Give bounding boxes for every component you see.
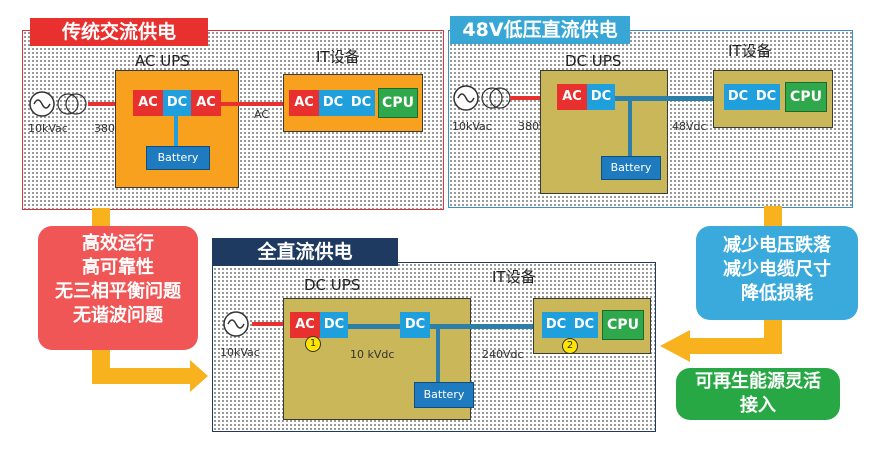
power-line-48v [510,96,560,100]
it-block-dc2-48v: DC [752,84,780,110]
dc-link-10kvdc [348,324,404,329]
ups-block-ac-out: AC [191,90,221,116]
voltage-label-10kvac: 10kVac [28,122,68,135]
it-block-ac: AC [289,90,319,116]
it-equipment-label: IT设备 [316,48,360,66]
panel-title-full-dc: 全直流供电 [212,238,398,266]
voltage-label-10kvdc: 10 kVdc [350,348,395,361]
power-line [88,102,134,106]
battery: Battery [146,146,210,170]
callout-line: 高可靠性 [82,257,154,278]
ups-block-dc-full: DC [320,312,348,338]
it-equipment-label-48v: IT设备 [728,42,772,60]
it-block-dc1-full: DC [542,312,570,338]
it-block-dc1: DC [319,90,347,116]
marker-1: 1 [305,336,321,352]
callout-benefits: 高效运行 高可靠性 无三相平衡问题 无谐波问题 [38,226,198,350]
ac-source-icon-full-dc [223,311,249,337]
callout-line: 接入 [740,395,776,416]
callout-line: 降低损耗 [741,283,813,304]
ups-block-ac-full: AC [290,312,320,338]
voltage-label-10kvac-48v: 10kVac [452,120,492,133]
voltage-label-10kvac-full: 10kVac [220,346,260,359]
voltage-label-240vdc: 240Vdc [482,348,524,361]
ac-link-line [221,102,287,106]
marker-2: 2 [562,338,578,354]
battery-link [174,116,178,146]
it-equipment-label-full: IT设备 [492,268,536,286]
callout-line: 可再生能源灵活 [695,371,821,392]
ups-block-dc: DC [163,90,191,116]
battery-link-full [436,326,440,382]
ac-source-transformer-icon-48v [453,85,511,111]
it-block-dc1-48v: DC [724,84,752,110]
dc-ups-label-48v: DC UPS [565,52,622,70]
link-label-ac: AC [254,108,270,121]
cpu-block: CPU [378,88,418,118]
callout-renewable: 可再生能源灵活 接入 [676,368,840,420]
callout-48v-benefits: 减少电压跌落 减少电缆尺寸 降低损耗 [696,226,858,320]
it-block-dc2-full: DC [570,312,598,338]
battery-link-48v [628,96,632,156]
dc-link-240vdc [430,324,542,329]
ups-block-ac-48v: AC [557,84,587,110]
panel-title-48v: 48V低压直流供电 [450,16,630,44]
callout-line: 高效运行 [82,233,154,254]
callout-line: 减少电缆尺寸 [723,259,831,280]
callout-line: 无三相平衡问题 [55,281,181,302]
battery-48v: Battery [601,156,661,180]
ac-source-transformer-icon [29,91,87,117]
ups-block-ac-in: AC [133,90,163,116]
cpu-block-48v: CPU [785,82,827,112]
battery-full: Battery [414,382,474,408]
cpu-block-full: CPU [602,310,644,340]
callout-line: 减少电压跌落 [723,235,831,256]
it-block-dc2: DC [347,90,375,116]
link-label-48vdc: 48Vdc [672,120,707,133]
ups-block-dc-mid: DC [400,312,430,338]
power-line-full-dc [252,322,288,326]
dc-link-line-48v [615,96,725,101]
ups-block-dc-48v: DC [587,84,615,110]
panel-title-traditional: 传统交流供电 [30,18,208,46]
dc-ups-label-full: DC UPS [304,276,361,294]
callout-line: 无谐波问题 [73,305,163,326]
ac-ups-label: AC UPS [135,52,190,70]
